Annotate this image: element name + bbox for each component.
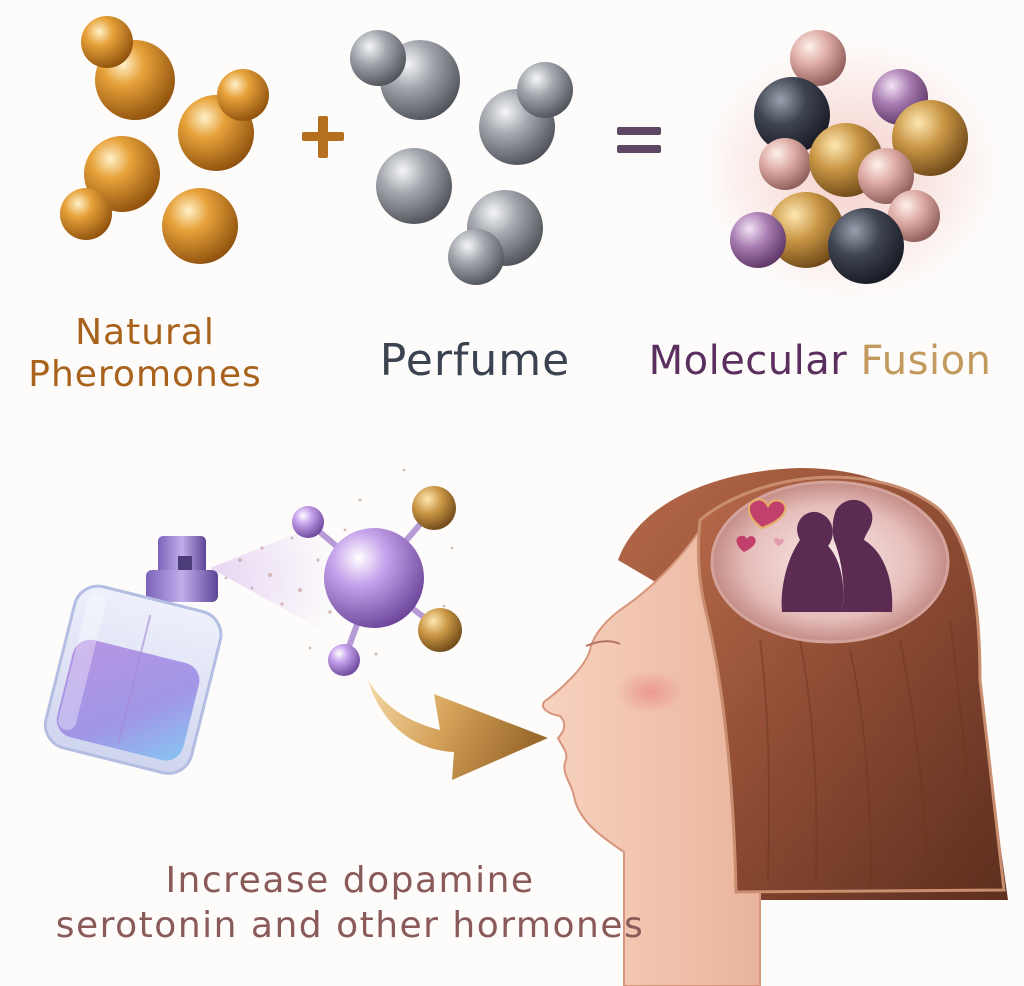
molecular-fusion-label: Molecular Fusion xyxy=(620,338,1020,385)
molecule-icon xyxy=(292,486,462,676)
caption-line1: Increase dopamine xyxy=(165,860,535,901)
perfume-label: Perfume xyxy=(379,335,571,386)
natural-pheromones-line1: Natural xyxy=(75,312,215,353)
heart-icon xyxy=(747,498,787,530)
plus-sign xyxy=(302,116,344,158)
natural-pheromones-label: Natural Pheromones xyxy=(20,312,270,397)
pheromone-molecules xyxy=(60,16,269,264)
perfume-molecules xyxy=(350,30,573,285)
perfume-mist xyxy=(210,468,454,656)
hormone-caption: Increase dopamine serotonin and other ho… xyxy=(20,858,680,949)
fusion-word: Fusion xyxy=(860,338,992,384)
caption-line2: serotonin and other hormones xyxy=(55,905,645,947)
fused-molecules xyxy=(700,30,1000,300)
natural-pheromones-line2: Pheromones xyxy=(28,354,262,396)
inhale-arrow xyxy=(368,680,548,780)
heart-icon-tiny xyxy=(774,538,784,546)
equals-sign xyxy=(617,127,661,153)
perfume-bottle xyxy=(43,536,223,775)
heart-icon-small xyxy=(736,535,756,552)
woman-head xyxy=(542,468,1008,986)
couple-silhouette xyxy=(781,499,893,612)
molecular-word: Molecular xyxy=(648,338,848,384)
